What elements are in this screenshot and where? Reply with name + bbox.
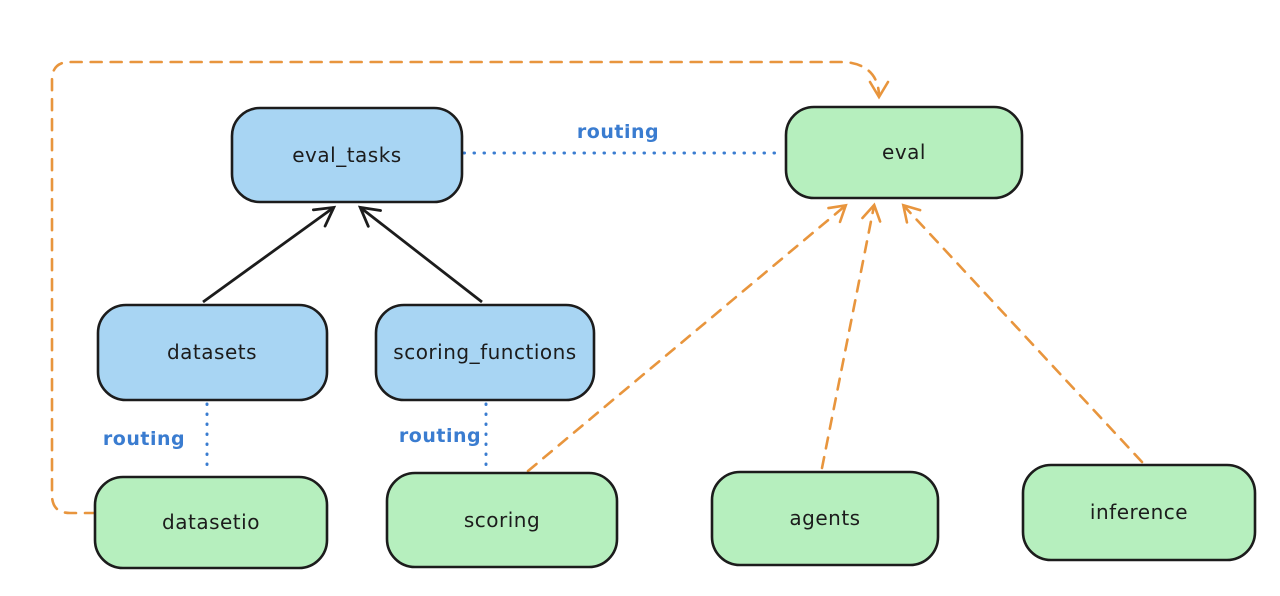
node-inference-box — [1021, 463, 1257, 562]
node-scoring-box — [385, 471, 619, 569]
node-datasets: datasets — [96, 303, 329, 402]
node-eval-tasks: eval_tasks — [230, 106, 464, 204]
node-scoring-label: scoring — [464, 508, 540, 532]
edge-scoring-functions-to-eval-tasks-arrow — [357, 205, 483, 304]
node-eval-label: eval — [882, 140, 926, 164]
node-datasetio: datasetio — [93, 475, 329, 570]
node-agents: agents — [710, 470, 940, 567]
edge-datasets-to-eval-tasks-arrow — [202, 205, 337, 304]
edge-inference-to-eval-dashed — [901, 203, 1144, 464]
node-datasets-box — [96, 303, 329, 402]
node-inference: inference — [1021, 463, 1257, 562]
node-scoring-functions-box — [374, 303, 596, 402]
node-agents-label: agents — [789, 506, 860, 530]
node-scoring-functions: scoring_functions — [374, 303, 596, 402]
node-eval-tasks-label: eval_tasks — [292, 143, 401, 167]
node-scoring-functions-label: scoring_functions — [393, 340, 576, 364]
routing-label-top: routing — [577, 121, 659, 143]
node-scoring: scoring — [385, 471, 619, 569]
routing-label-scoring: routing — [399, 425, 481, 447]
edge-agents-to-eval-dashed — [820, 202, 882, 470]
node-agents-box — [710, 470, 940, 567]
node-eval: eval — [784, 105, 1024, 200]
edge-datasetio-to-eval-dashed — [50, 60, 890, 515]
node-inference-label: inference — [1090, 500, 1188, 524]
node-datasets-label: datasets — [167, 340, 257, 364]
node-eval-box — [784, 105, 1024, 200]
node-eval-tasks-box — [230, 106, 464, 204]
node-datasetio-box — [93, 475, 329, 570]
routing-label-datasets: routing — [103, 428, 185, 450]
node-datasetio-label: datasetio — [162, 510, 260, 534]
edge-scoring-to-eval-dashed — [526, 203, 848, 473]
